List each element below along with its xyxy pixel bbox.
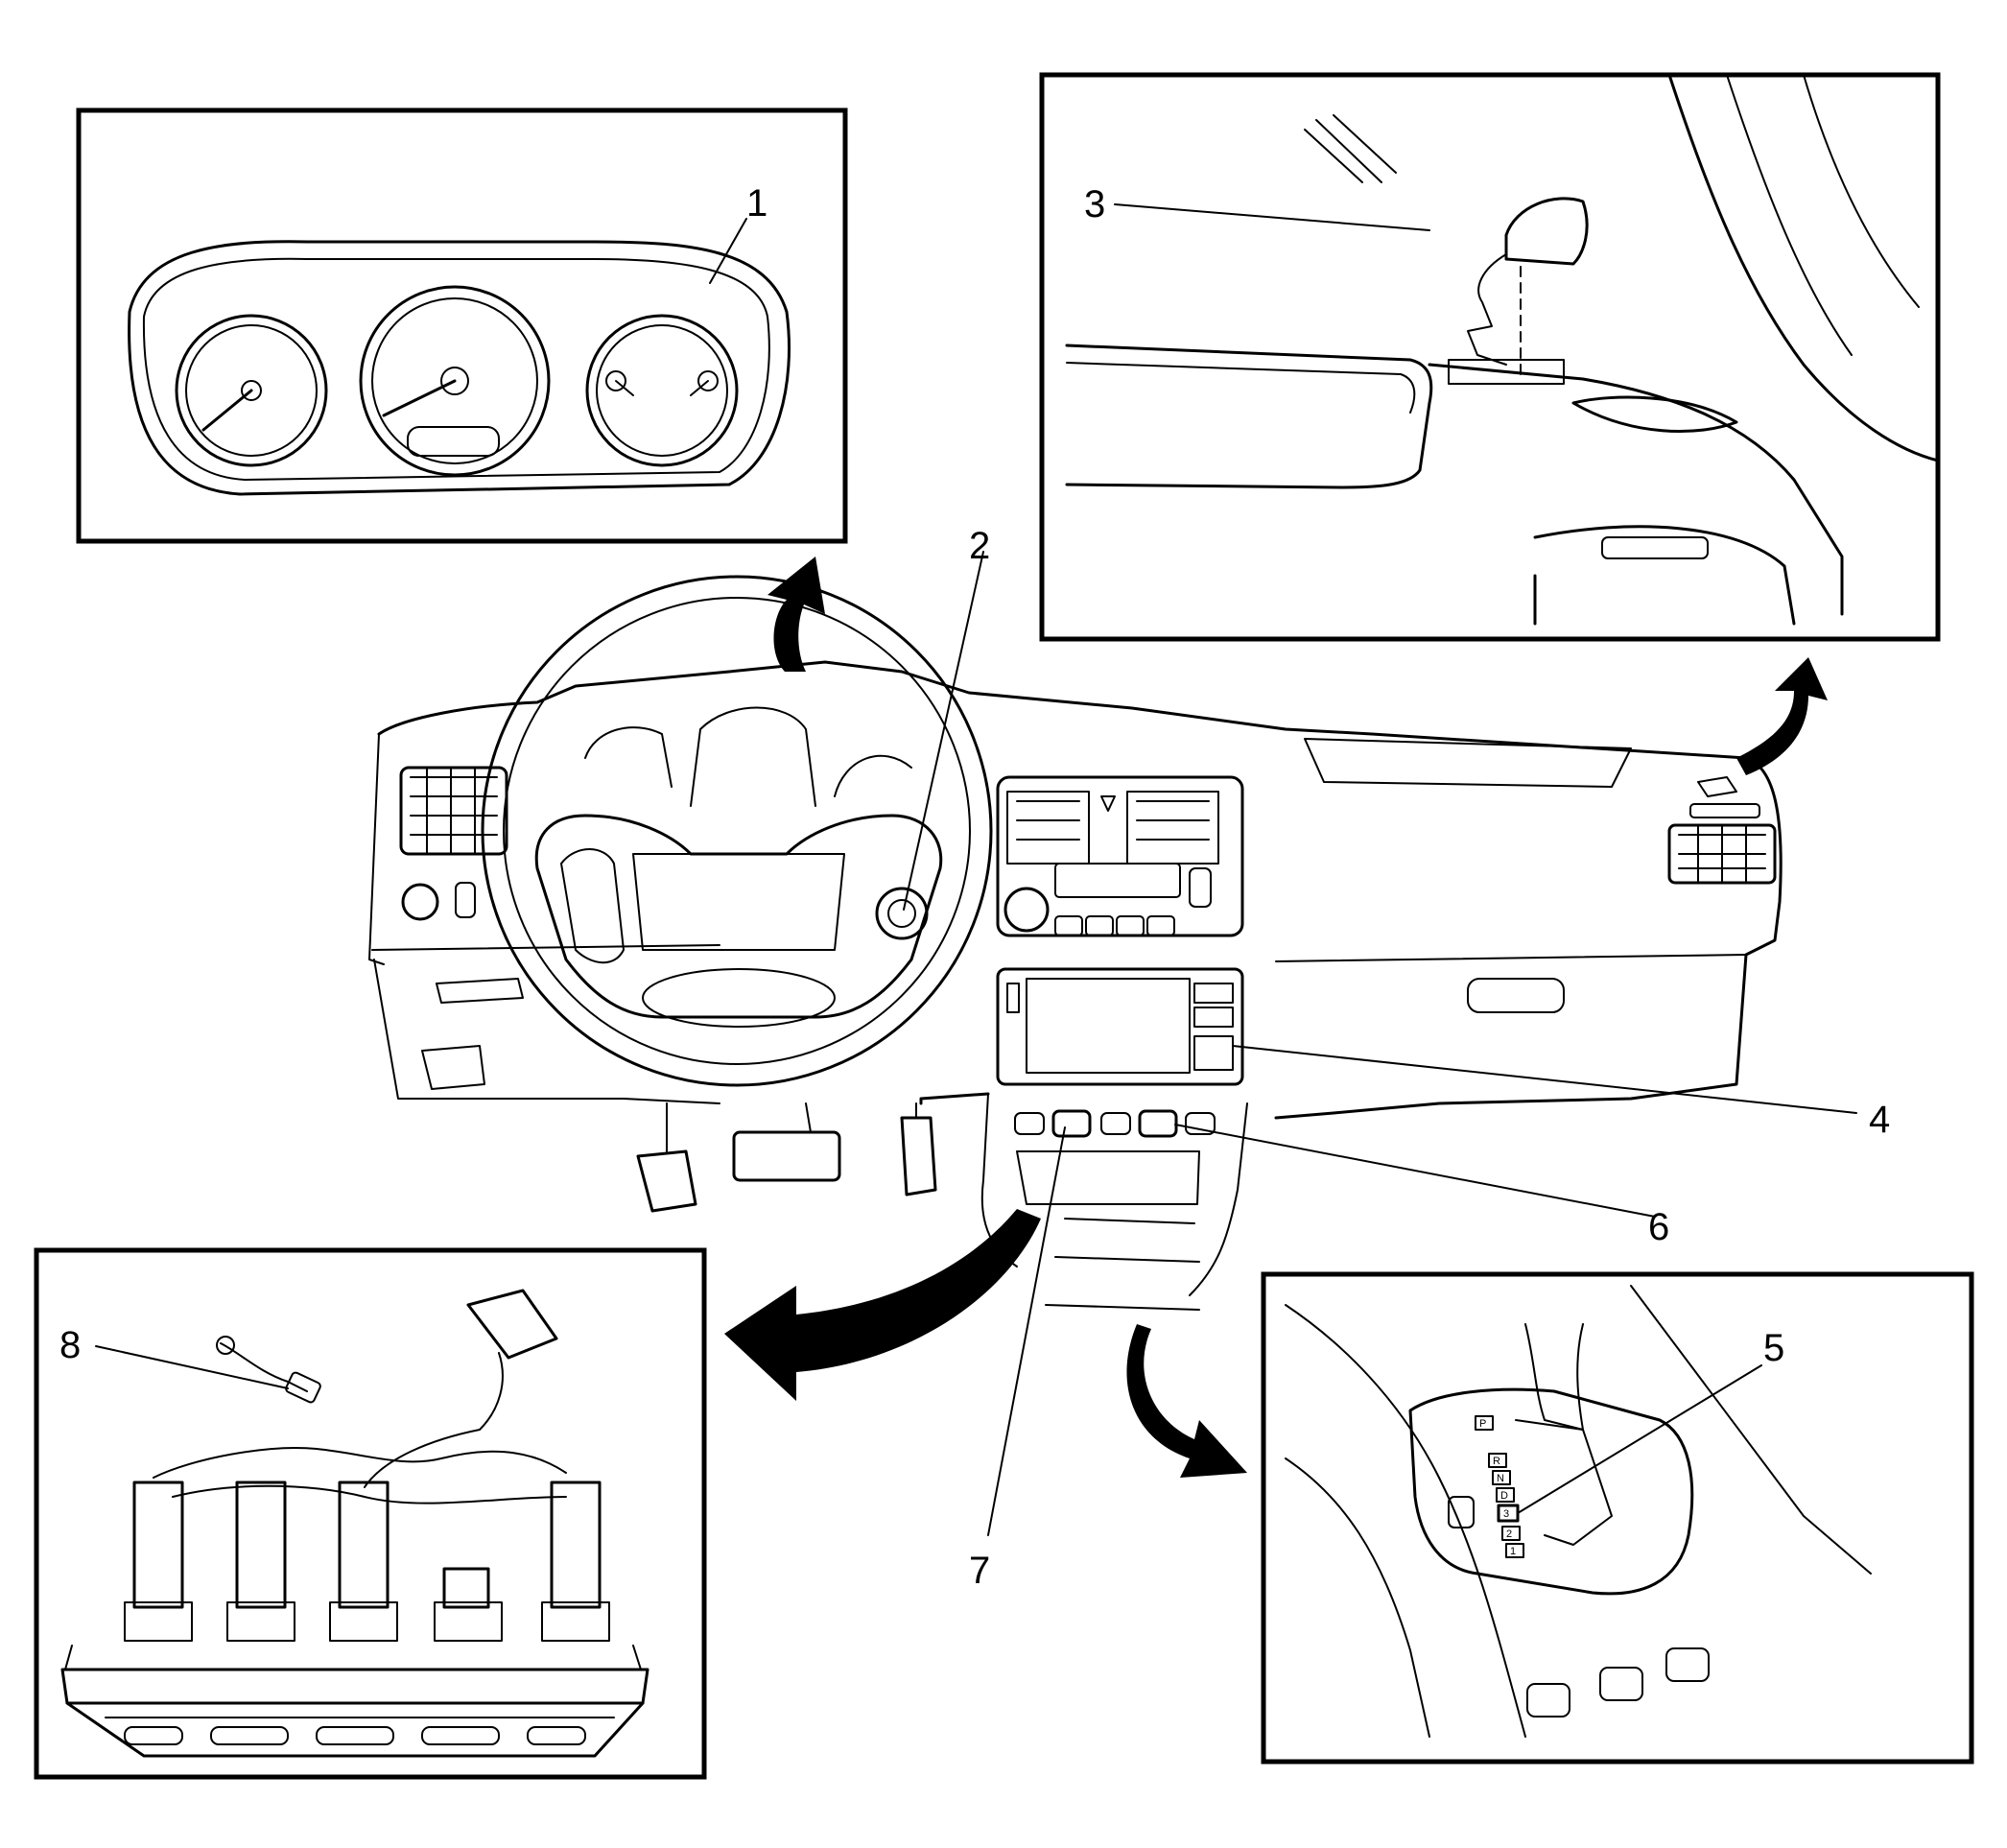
callout-4: 4 — [1869, 1099, 1890, 1141]
gear-letter-2: 2 — [1506, 1528, 1512, 1540]
gear-letter-3: 3 — [1503, 1508, 1509, 1520]
main-dashboard: 2 4 — [368, 525, 1890, 1592]
inset-shift-indicator: P R N D 3 2 1 5 — [1261, 1271, 1974, 1765]
inset-dash-sensor: 3 — [1039, 72, 1941, 642]
gear-letter-r: R — [1493, 1456, 1500, 1467]
gear-letter-d: D — [1500, 1490, 1508, 1502]
callout-6: 6 — [1648, 1206, 1669, 1248]
inset-climate-control-module: 8 — [34, 1247, 707, 1780]
gear-position-indicators: P R N D 3 2 1 — [1475, 1415, 1524, 1558]
gear-letter-p: P — [1479, 1418, 1486, 1430]
callout-2: 2 — [969, 525, 990, 567]
connector-towers — [124, 1481, 610, 1642]
inset-instrument-cluster: 1 — [76, 107, 848, 544]
callout-1: 1 — [746, 182, 767, 225]
callout-7: 7 — [969, 1550, 990, 1592]
gear-letter-1: 1 — [1510, 1546, 1516, 1557]
callout-8: 8 — [59, 1324, 81, 1366]
gear-letter-n: N — [1497, 1473, 1504, 1484]
callout-5: 5 — [1763, 1327, 1784, 1369]
callout-3: 3 — [1084, 183, 1105, 225]
